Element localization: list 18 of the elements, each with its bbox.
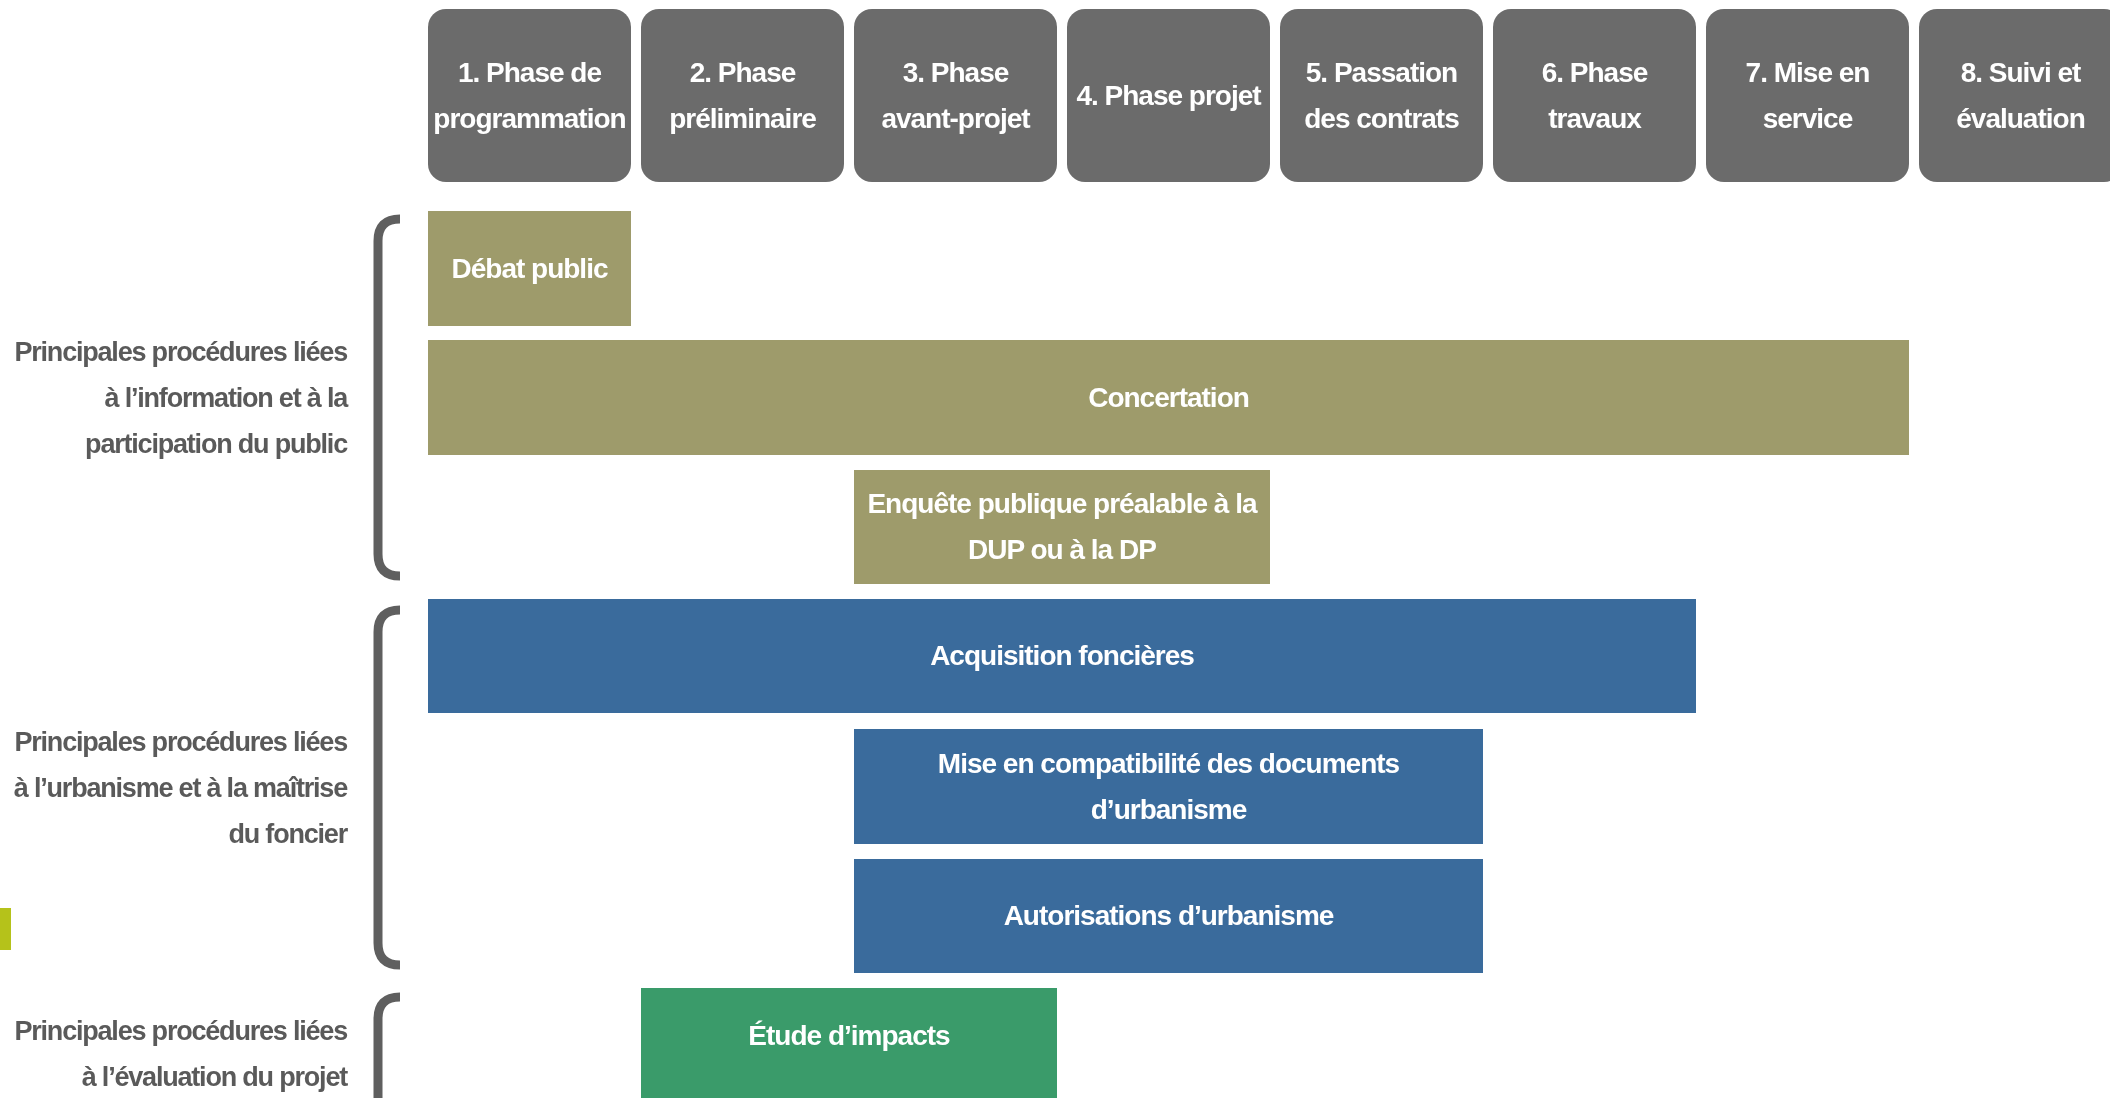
- phase-header: 7. Mise en service: [1706, 9, 1909, 182]
- phase-header: 1. Phase de programmation: [428, 9, 631, 182]
- procedure-bar: Autorisations d’urbanisme: [854, 859, 1483, 973]
- phase-header: 6. Phase travaux: [1493, 9, 1696, 182]
- phase-header: 5. Passation des contrats: [1280, 9, 1483, 182]
- procedure-bar: Mise en compatibilité des documents d’urbanisme: [854, 729, 1483, 844]
- procedure-bar: Enquête publique préalable à la DUP ou à la DP: [854, 470, 1270, 584]
- phase-header: 8. Suivi et évaluation: [1919, 9, 2110, 182]
- phase-header: 4. Phase projet: [1067, 9, 1270, 182]
- group-label: Principales procédures liées à l’urbanisme et à la maîtrise du foncier: [12, 725, 347, 851]
- procedure-bar: Concertation: [428, 340, 1909, 455]
- group-label: Principales procédures liées à l’évaluation du projet: [13, 1015, 347, 1094]
- procedure-bar: Acquisition foncières: [428, 599, 1696, 713]
- phase-header: 2. Phase préliminaire: [641, 9, 844, 182]
- procedure-bar: Débat public: [428, 211, 631, 326]
- phase-header: 3. Phase avant-projet: [854, 9, 1057, 182]
- procedure-bar: Étude d’impacts: [641, 988, 1057, 1098]
- group-label: Principales procédures liées à l’information et à la participation du public: [13, 335, 347, 461]
